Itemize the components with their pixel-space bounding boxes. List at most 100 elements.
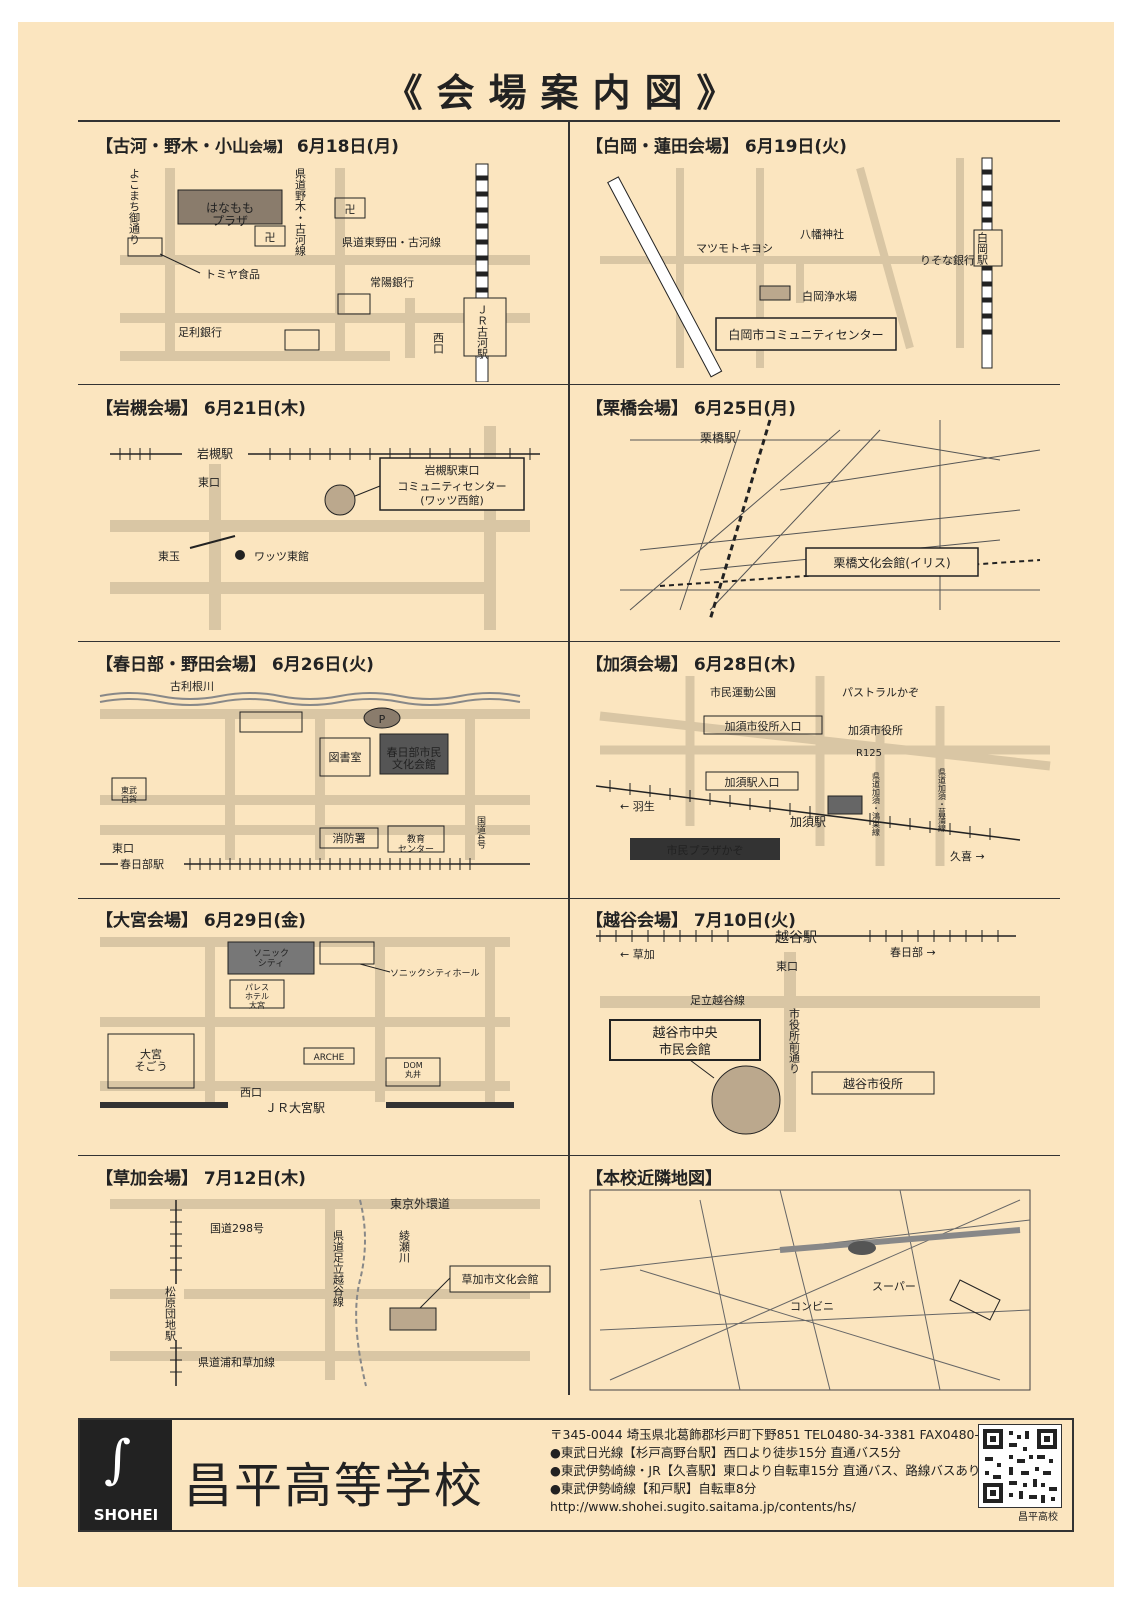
r125-label: R125 (856, 748, 882, 759)
access-line-2: ●東武伊勢崎線・JR【久喜駅】東口より自転車15分 直通バス、路線バスあり (550, 1463, 981, 1478)
map-panel-omiya: 【大宮会場】 6月29日(金) ソニックシティ ソニックシティホール パレスホテ… (90, 902, 564, 1152)
kokudo-label: 国道4号 (475, 816, 486, 850)
kuki-label: 久喜 → (950, 850, 985, 863)
conv-label: コンビニ (790, 1300, 834, 1313)
arche-label: ARCHE (314, 1053, 345, 1063)
river-label: 古利根川 (170, 679, 214, 693)
logo-mark-icon: ∫ (104, 1430, 132, 1490)
center-label: 白岡市コミュニティセンター (728, 327, 883, 342)
school-logo: ∫ SHOHEI (80, 1420, 172, 1530)
grid-row-line (78, 641, 1060, 642)
plaza-label: はなももプラザ (206, 201, 254, 228)
sogo-label: 大宮そごう (135, 1047, 168, 1073)
school-footer: ∫ SHOHEI 昌平高等学校 〒345-0044 埼玉県北葛飾郡杉戸町下野85… (78, 1418, 1074, 1532)
website-url[interactable]: http://www.shohei.sugito.saitama.jp/cont… (550, 1499, 856, 1514)
page-title: 《会場案内図》 (384, 71, 749, 115)
station-label: 白岡駅 (976, 231, 989, 266)
plaza-label: 市民プラザかぞ (667, 843, 744, 857)
map-panel-shiraoka: 【白岡・蓮田会場】 6月19日(火) 白岡駅 マツモトキヨシ 八幡神社 りそな銀… (580, 128, 1056, 382)
map-panel-kasukabe: 【春日部・野田会場】 6月26日(火) 古利根川 P 図書室 春日部市民文化会館… (90, 646, 564, 894)
grid-row-line (78, 1155, 1060, 1156)
grid-row-line (78, 898, 1060, 899)
tomiya-label: トミヤ食品 (205, 267, 260, 281)
school-name: 昌平高等学校 (184, 1458, 485, 1514)
tobu-label: 東玉 (158, 550, 180, 563)
kasukabe-label: 春日部 → (890, 945, 936, 959)
panel-heading: 【古河・野木・小山会場】 6月18日(月) (96, 137, 399, 157)
station-label: 岩槻駅 (197, 446, 233, 461)
panel-heading: 【岩槻会場】 6月21日(木) (96, 399, 306, 419)
hall-label: 草加市文化会館 (462, 1272, 539, 1286)
cityhall-road-label: 市役所前通り (788, 1007, 801, 1074)
station-entrance-label: 加須駅入口 (725, 776, 780, 789)
risona-label: りそな銀行 (920, 253, 975, 267)
map-panel-koga: 【古河・野木・小山会場】 6月18日(月) はなももプラザ 卍 卍 よこまち御通… (90, 128, 564, 382)
nishi-label: 西口 (432, 332, 445, 354)
park-label: 市民運動公園 (710, 685, 776, 699)
urawa-label: 県道浦和草加線 (198, 1355, 275, 1369)
kasukabe-map: 古利根川 P 図書室 春日部市民文化会館 東武百貨 消防署 教育センター 国道4… (99, 679, 530, 872)
map-panel-neighborhood: 【本校近隣地図】 スーパー コンビニ (580, 1160, 1056, 1396)
sonichall-label: ソニックシティホール (390, 968, 479, 979)
east-exit-label: 東口 (776, 960, 798, 973)
koshigaya-map: ← 草加 越谷駅 春日部 → 東口 足立越谷線 市役所前通り 越谷市中央 市民会… (596, 930, 1040, 1135)
station-label: 春日部駅 (120, 857, 164, 871)
school-info: 〒345-0044 埼玉県北葛飾郡杉戸町下野851 TEL0480-34-338… (550, 1426, 1031, 1516)
grid-vertical-line (568, 120, 570, 1395)
center-label-line3: (ワッツ西館) (420, 493, 484, 507)
watts-label: ワッツ東館 (254, 549, 309, 563)
east-exit-label: 東口 (198, 476, 220, 489)
hachiman-label: 八幡神社 (800, 227, 844, 241)
hall-label: 栗橋文化会館(イリス) (833, 555, 950, 570)
ken1-label: 県道加須・鴻巣線 (872, 772, 881, 836)
yokomachi-label: よこまち御通り (128, 168, 141, 245)
panel-heading: 【草加会場】 7月12日(木) (96, 1169, 306, 1189)
svg-text:卍: 卍 (265, 231, 276, 244)
access-line-3: ●東武伊勢崎線【和戸駅】自転車8分 (550, 1481, 757, 1496)
palace-label: パレスホテル大宮 (245, 983, 269, 1010)
super-label: スーパー (872, 1280, 916, 1293)
pastoral-label: パストラルかぞ (842, 686, 919, 699)
ken-label: 県道野木・古河線 (294, 168, 307, 256)
address: 〒345-0044 埼玉県北葛飾郡杉戸町下野851 TEL0480-34-338… (550, 1427, 1032, 1442)
shiraoka-map: 白岡駅 マツモトキヨシ 八幡神社 りそな銀行 白岡浄水場 白岡市コミュニティセン… (600, 157, 1003, 378)
kenhigashi-label: 県道東野田・古河線 (342, 235, 441, 249)
hall-label-line1: 越谷市中央 (652, 1025, 717, 1041)
matsumoto-label: マツモトキヨシ (696, 242, 773, 255)
cityhall-entrance-label: 加須市役所入口 (725, 719, 802, 733)
soka-map: 東京外環道 国道298号 県道足立越谷線 綾瀬川 松原団地駅 草加市文化会館 県… (110, 1197, 551, 1387)
qr-code-icon[interactable] (978, 1424, 1062, 1508)
kazo-map: 市民運動公園 パストラルかぞ 加須市役所入口 加須市役所 R125 加須駅入口 … (595, 676, 1051, 866)
fire-label: 消防署 (333, 831, 366, 845)
hall-label-line2: 市民会館 (659, 1042, 711, 1058)
logo-text: SHOHEI (93, 1506, 159, 1524)
station-label: 越谷駅 (775, 930, 817, 946)
center-label-line1: 岩槻駅東口 (425, 463, 480, 477)
map-panel-kurihashi: 【栗橋会場】 6月25日(月) 栗橋駅 栗橋文化会館(イリス) (580, 390, 1056, 638)
cityhall-label: 越谷市役所 (843, 1076, 903, 1091)
ken-label: 県道足立越谷線 (332, 1230, 345, 1307)
toho-label: 東武百貨 (121, 785, 137, 804)
panel-heading: 【大宮会場】 6月29日(金) (96, 911, 306, 931)
sonic-label: ソニックシティ (253, 948, 289, 969)
edu-label: 教育センター (398, 833, 434, 855)
svg-text:卍: 卍 (345, 203, 356, 216)
koga-map: はなももプラザ 卍 卍 よこまち御通り 県道野木・古河線 県道東野田・古河線 ト… (120, 163, 530, 382)
station-label: 栗橋駅 (700, 431, 736, 445)
panel-heading: 【本校近隣地図】 (586, 1169, 722, 1189)
map-panel-soka: 【草加会場】 7月12日(木) 東京外環道 国道298号 県道足立越谷線 綾瀬川… (90, 1160, 564, 1396)
map-panel-kazo: 【加須会場】 6月28日(木) 市民運動公園 パストラルかぞ 加須市役所入口 加… (580, 646, 1056, 894)
cityhall-label: 加須市役所 (848, 723, 903, 737)
map-panel-iwatsuki: 【岩槻会場】 6月21日(木) 岩槻駅 東口 岩槻駅東口 コミュニティセンター … (90, 390, 564, 638)
station-label: ＪＲ大宮駅 (265, 1100, 325, 1115)
east-exit-label: 東口 (112, 842, 134, 855)
panel-heading: 【白岡・蓮田会場】 6月19日(火) (586, 137, 847, 157)
library-label: 図書室 (329, 750, 362, 764)
station-label: ＪＲ古河駅 (476, 304, 489, 360)
hall-label: 春日部市民文化会館 (387, 745, 442, 771)
qr-caption: 昌平高校 (1018, 1512, 1058, 1523)
joyo-label: 常陽銀行 (370, 275, 414, 289)
parking-label: P (379, 713, 386, 726)
west-exit-label: 西口 (240, 1086, 262, 1099)
